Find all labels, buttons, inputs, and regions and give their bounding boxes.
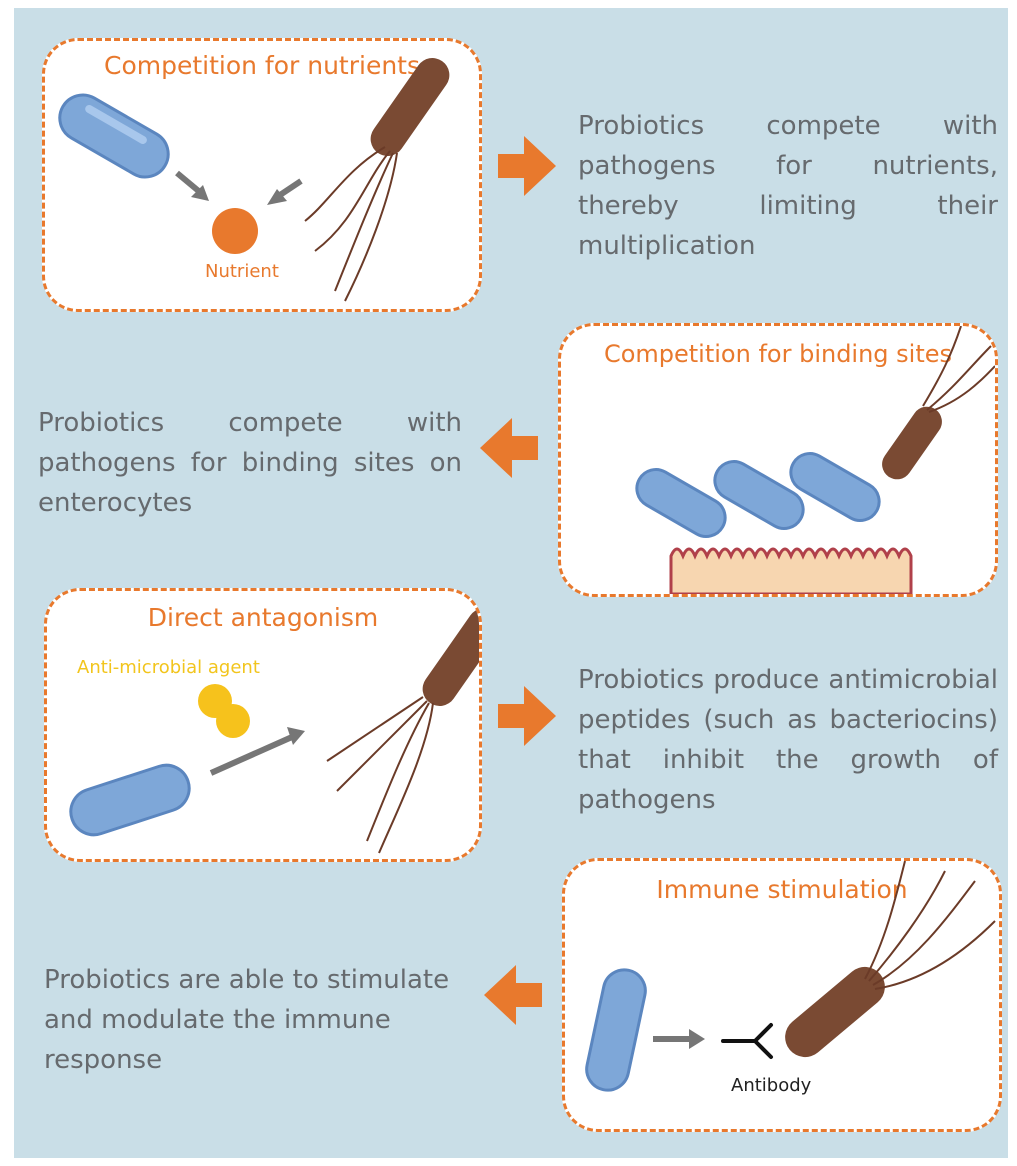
arrow-icon	[177, 173, 209, 201]
probiotic-bacterium-icon	[51, 87, 176, 186]
description-nutrients: Probiotics compete with pathogens for nu…	[578, 106, 998, 266]
description-antagonism: Probiotics produce antimicrobial peptide…	[578, 660, 998, 820]
pathogen-bacterium-icon	[327, 601, 482, 853]
antimicrobial-agent-icon	[198, 684, 250, 738]
description-binding-sites: Probiotics compete with pathogens for bi…	[38, 403, 462, 523]
nutrient-label: Nutrient	[205, 261, 279, 282]
panel-immune-stimulation: Immune stimulation	[562, 858, 1002, 1132]
description-immune: Probiotics are able to stimulate and mod…	[44, 960, 480, 1080]
pathogen-bacterium-icon	[876, 326, 995, 485]
arrow-left-icon	[482, 965, 542, 1025]
probiotic-bacterium-icon	[65, 759, 195, 840]
panel-illustration	[561, 326, 995, 594]
nutrient-icon	[212, 208, 258, 254]
antimicrobial-agent-label: Anti-microbial agent	[77, 657, 260, 678]
panel-direct-antagonism: Direct antagonism	[44, 588, 482, 862]
pathogen-bacterium-icon	[305, 51, 456, 301]
enterocyte-icon	[671, 549, 911, 594]
arrow-icon	[267, 181, 301, 205]
arrow-icon	[653, 1029, 705, 1049]
panel-competition-nutrients: Competition for nutrients	[42, 38, 482, 312]
arrow-right-icon	[498, 686, 558, 746]
pathogen-bacterium-icon	[777, 861, 995, 1065]
arrow-right-icon	[498, 136, 558, 196]
panel-illustration	[47, 591, 479, 859]
antibody-icon	[723, 1025, 771, 1057]
probiotic-bacterium-icon	[583, 966, 649, 1094]
arrow-left-icon	[478, 418, 538, 478]
antibody-label: Antibody	[731, 1075, 811, 1096]
panel-competition-binding-sites: Competition for binding sites	[558, 323, 998, 597]
